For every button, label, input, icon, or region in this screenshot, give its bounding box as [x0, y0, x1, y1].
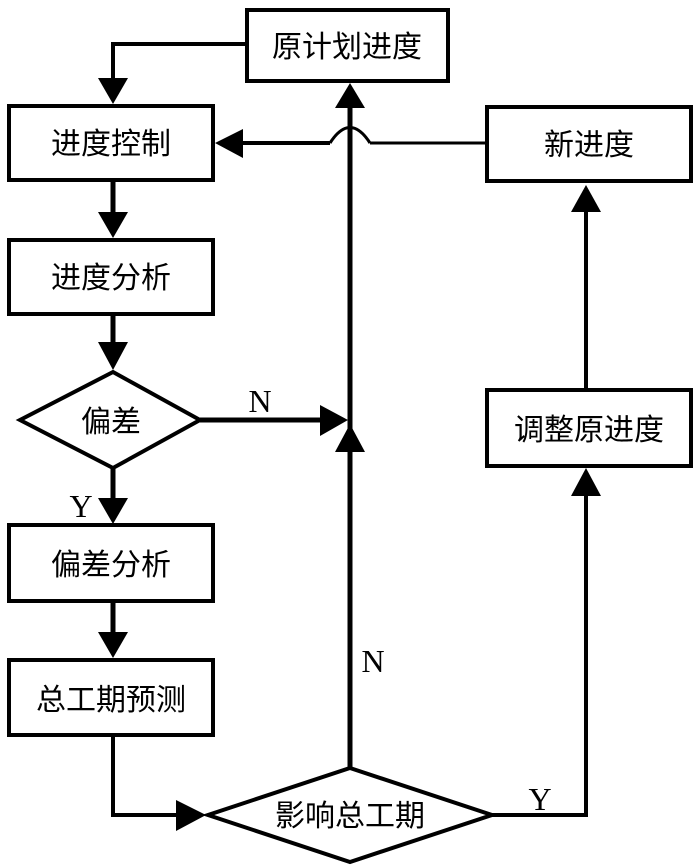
edge-label-deviation-no: N	[248, 383, 271, 419]
arrowhead-into-progress-analysis	[98, 212, 128, 238]
arrowhead-into-deviation-analysis	[98, 498, 128, 524]
node-box	[7, 238, 215, 316]
edge-label-affects-yes: Y	[528, 781, 551, 817]
arrowhead-into-affects	[176, 800, 206, 831]
edge-label-affects-no: N	[361, 643, 384, 679]
edge-affects-yes	[492, 493, 588, 817]
node-label: 总工期预测	[36, 683, 186, 718]
node-label: 新进度	[544, 128, 634, 163]
arrowhead-into-deviation	[98, 342, 128, 370]
arrowhead-into-adjust	[571, 468, 601, 496]
node-diamond	[201, 765, 499, 865]
node-diamond	[15, 369, 205, 471]
node-label: 进度分析	[51, 261, 171, 296]
node-label: 影响总工期	[275, 799, 425, 834]
node-label: 进度控制	[51, 127, 171, 162]
node-total-duration-forecast: 总工期预测	[7, 658, 215, 737]
node-box	[7, 104, 215, 182]
node-label: 偏差分析	[51, 548, 171, 583]
node-affects-total-duration: 影响总工期	[201, 765, 499, 865]
node-box	[485, 105, 693, 183]
edge-original-to-control	[111, 42, 247, 80]
node-adjust-original: 调整原进度	[485, 388, 693, 468]
arrowhead-deviation-no	[320, 405, 348, 436]
arrowhead-into-new-progress	[571, 185, 601, 212]
arrowhead-affects-no	[335, 424, 365, 452]
node-deviation-analysis: 偏差分析	[7, 523, 215, 603]
node-label: 原计划进度	[272, 30, 422, 65]
node-new-progress: 新进度	[485, 105, 693, 183]
arrowhead-into-original-plan	[335, 83, 365, 108]
node-progress-control: 进度控制	[7, 104, 215, 182]
node-box	[7, 658, 215, 737]
arrowhead-into-progress-control-side	[215, 129, 243, 158]
node-original-plan: 原计划进度	[245, 8, 450, 83]
arrowhead-into-forecast	[98, 632, 128, 658]
node-deviation: 偏差	[15, 369, 205, 471]
edge-label-deviation-yes: Y	[69, 488, 92, 524]
arrowhead-into-progress-control	[98, 78, 128, 104]
node-label: 偏差	[81, 405, 141, 440]
node-box	[7, 523, 215, 603]
node-box	[485, 388, 693, 468]
node-progress-analysis: 进度分析	[7, 238, 215, 316]
edge-forecast-to-affects	[111, 735, 180, 817]
node-label: 调整原进度	[514, 413, 664, 448]
node-box	[245, 8, 450, 83]
